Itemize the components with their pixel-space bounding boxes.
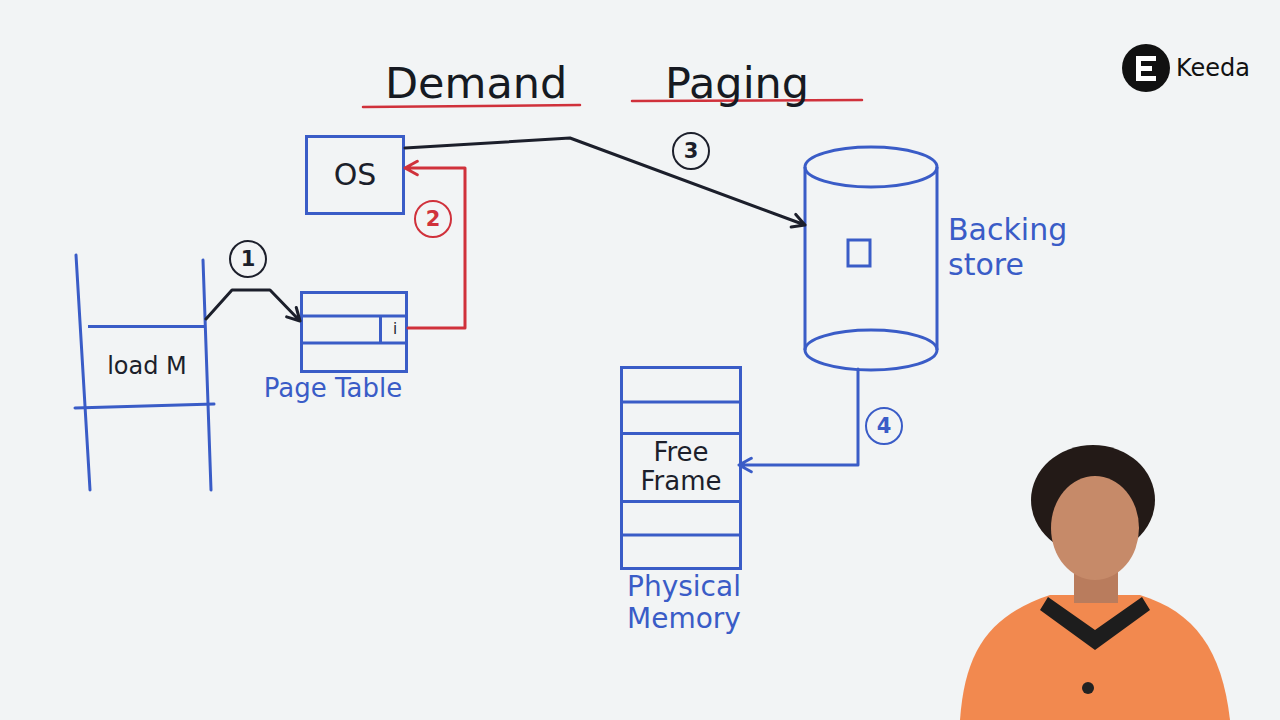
connector-arrow: [405, 138, 805, 227]
cylinder-bottom: [805, 330, 937, 370]
os-box: OS: [305, 135, 405, 215]
connector-arrow: [206, 290, 300, 321]
node-text: Free Frame: [623, 438, 739, 498]
logo-icon: [1136, 66, 1152, 71]
frame-row-line: [620, 401, 742, 404]
callout-number: 4: [865, 407, 903, 445]
logo-icon: [1136, 56, 1156, 61]
physical-memory: Physical MemoryFree Frame: [620, 366, 742, 570]
table-row-line: [300, 342, 408, 345]
page-block: [848, 240, 870, 266]
backing-store: Backing store: [802, 145, 940, 375]
node-text: i: [382, 321, 408, 338]
node-text: OS: [308, 158, 402, 193]
presenter-shirt: [960, 595, 1230, 720]
node-text: Physical Memory: [589, 571, 779, 635]
memory-cell: load M: [88, 325, 206, 405]
callout-number: 3: [672, 132, 710, 170]
logo-icon: [1122, 44, 1170, 92]
logo-text: Keeda: [1176, 54, 1250, 82]
node-text: load M: [88, 353, 206, 381]
logo-icon: [1136, 76, 1156, 81]
table-row-line: [300, 315, 408, 318]
node-text: Page Table: [253, 374, 413, 404]
callout-number: 1: [229, 240, 267, 278]
memory-strip-edge: [203, 260, 211, 490]
presenter-mic: [1082, 682, 1094, 694]
title-underline: [363, 105, 580, 107]
presenter-collar: [1040, 597, 1150, 650]
table-entry: i: [379, 316, 408, 343]
free-frame: Free Frame: [623, 432, 739, 503]
memory-strip-line: [75, 404, 214, 408]
node-text: Backing store: [948, 213, 1098, 282]
presenter-face: [1051, 476, 1139, 580]
cylinder-side: [804, 167, 807, 350]
frame-row-line: [620, 534, 742, 537]
connector-arrow: [405, 161, 465, 328]
cylinder-side: [936, 167, 939, 350]
page-table: Page Tablei: [300, 291, 408, 373]
cylinder-outline: [802, 145, 940, 375]
connector-arrow: [739, 369, 858, 472]
callout-number: 2: [414, 200, 452, 238]
cylinder-top: [805, 147, 937, 187]
diagram-title: Demand Paging: [385, 62, 809, 105]
